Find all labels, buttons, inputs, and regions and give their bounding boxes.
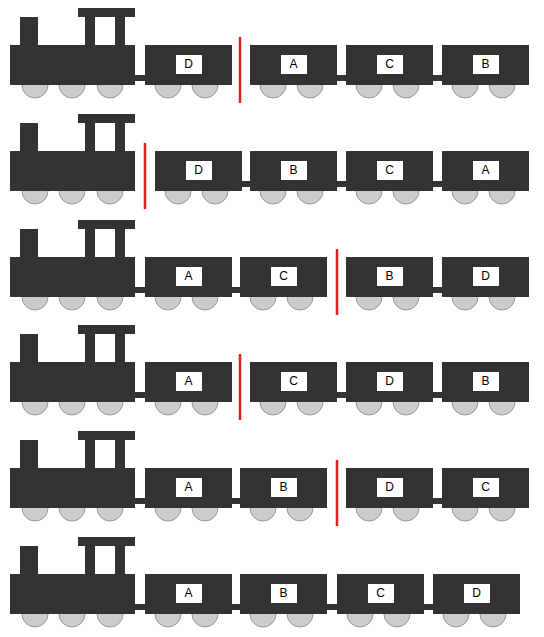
wagon: D	[346, 468, 433, 508]
wagon: A	[145, 257, 232, 297]
wagon-letter: C	[377, 161, 403, 180]
wagon-letter: C	[271, 267, 297, 286]
wagon: B	[250, 151, 337, 191]
wagon: D	[145, 45, 232, 85]
wagon: A	[250, 45, 337, 85]
locomotive	[10, 431, 135, 521]
wagon: D	[346, 362, 433, 402]
wagon: B	[442, 362, 529, 402]
coupler	[134, 75, 146, 610]
wagon: B	[240, 574, 327, 614]
wagon: C	[240, 257, 327, 297]
wagon: B	[240, 468, 327, 508]
locomotive	[10, 537, 135, 627]
locomotive	[10, 325, 135, 415]
wagon-letter: B	[271, 584, 297, 603]
wagon-letter: C	[473, 478, 499, 497]
wagon-letter: D	[176, 55, 202, 74]
wagon-letter: B	[473, 372, 499, 391]
wagon-letter: A	[176, 478, 202, 497]
wagon: A	[145, 362, 232, 402]
wagon-letter: D	[377, 478, 403, 497]
wagon: D	[155, 151, 242, 191]
wagon-letter: B	[377, 267, 403, 286]
wagon: A	[145, 574, 232, 614]
wagon-letter: D	[473, 267, 499, 286]
wagon-letter: D	[464, 584, 490, 603]
wagon-letter: B	[473, 55, 499, 74]
locomotive	[10, 220, 135, 310]
wagon-letter: C	[368, 584, 394, 603]
wagon-letter: D	[186, 161, 212, 180]
wagon: D	[442, 257, 529, 297]
wagon-letter: B	[271, 478, 297, 497]
wagon: A	[145, 468, 232, 508]
wagon-letter: A	[281, 55, 307, 74]
wagon: C	[250, 362, 337, 402]
wagon: C	[346, 151, 433, 191]
wagon: C	[346, 45, 433, 85]
locomotive	[10, 8, 135, 98]
separator-line	[145, 37, 337, 526]
wagon-letter: A	[176, 584, 202, 603]
wagon: B	[346, 257, 433, 297]
wagon: D	[433, 574, 520, 614]
wagon-letter: C	[281, 372, 307, 391]
wagon: A	[442, 151, 529, 191]
wagon-letter: A	[473, 161, 499, 180]
wagon: C	[442, 468, 529, 508]
wagon-letter: A	[176, 372, 202, 391]
wagon: B	[442, 45, 529, 85]
wagon-letter: A	[176, 267, 202, 286]
wagon-letter: B	[281, 161, 307, 180]
wagon-letter: D	[377, 372, 403, 391]
wagon: C	[337, 574, 424, 614]
wagon-letter: C	[377, 55, 403, 74]
locomotive	[10, 114, 135, 204]
